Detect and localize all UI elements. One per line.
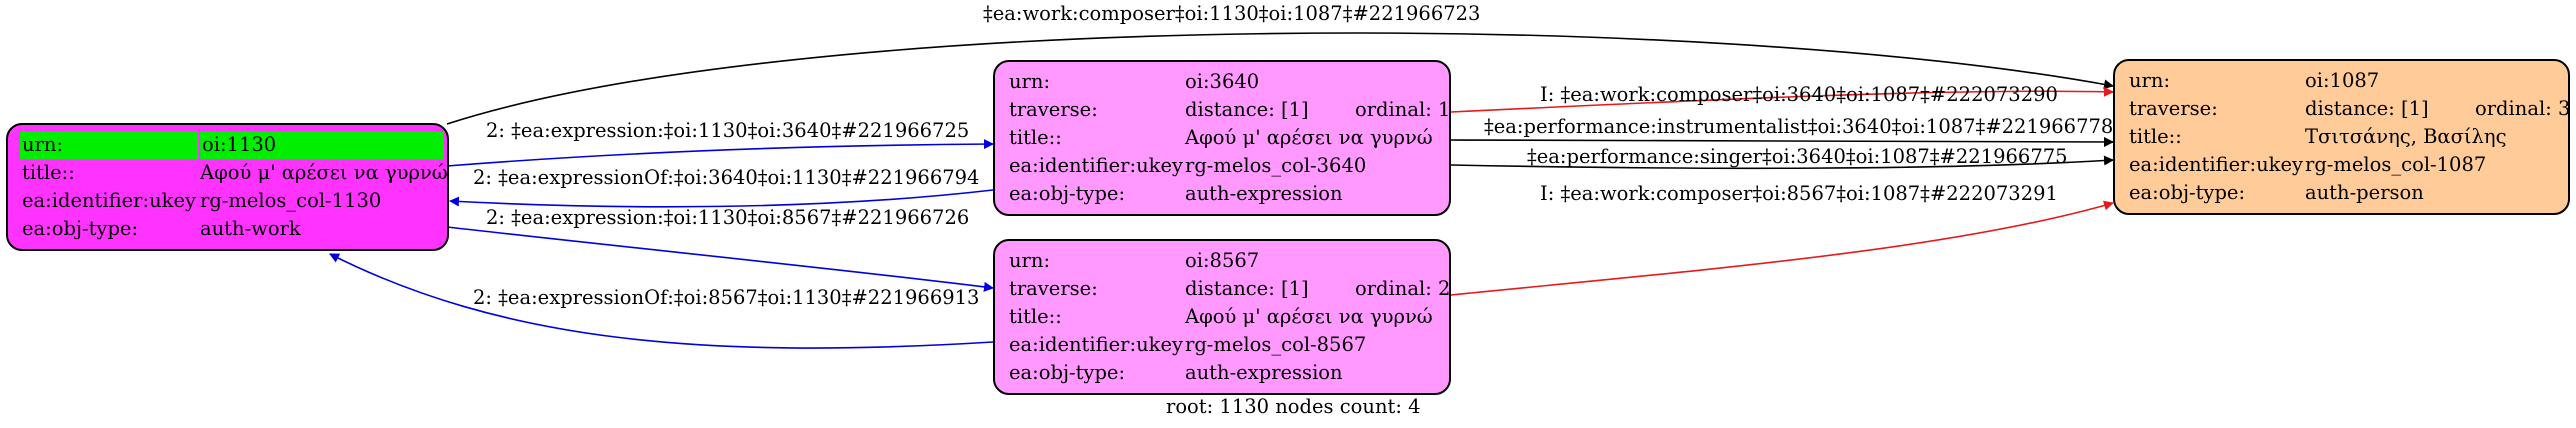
field-key: urn: xyxy=(1009,70,1051,93)
field-value: rg-melos_col-8567 xyxy=(1185,333,1367,356)
node-row-urn: urn:oi:1130 xyxy=(20,131,444,159)
field-value: distance: [1] xyxy=(2305,97,2429,120)
node-row-traverse: traverse: distance: [1] ordinal: 1 xyxy=(1007,96,1450,124)
field-value: auth-person xyxy=(2305,181,2424,204)
edge-label-expression-1130-3640: 2: ‡ea:expression:‡oi:1130‡oi:3640‡#2219… xyxy=(486,119,970,142)
field-key: traverse: xyxy=(2129,97,2218,120)
field-value: Αφού μ' αρέσει να γυρνώ xyxy=(200,161,448,184)
field-key: title:: xyxy=(2129,125,2182,148)
field-value: auth-work xyxy=(200,217,301,240)
edge-label-expression-1130-8567: 2: ‡ea:expression:‡oi:1130‡oi:8567‡#2219… xyxy=(486,206,970,229)
field-key: urn: xyxy=(2129,69,2171,92)
edge-label-instrumentalist-3640: ‡ea:performance:instrumentalist‡oi:3640‡… xyxy=(1484,115,2114,138)
field-value: rg-melos_col-1130 xyxy=(200,189,382,212)
field-value: Αφού μ' αρέσει να γυρνώ xyxy=(1185,305,1433,328)
field-value: auth-expression xyxy=(1185,182,1343,205)
field-value: oi:1130 xyxy=(200,131,444,159)
field-value: rg-melos_col-1087 xyxy=(2305,153,2487,176)
node-row-type: ea:obj-type: auth-work xyxy=(20,215,435,243)
node-row-title: title::Αφού μ' αρέσει να γυρνώ xyxy=(20,159,448,187)
edge-expression-1130-3640 xyxy=(446,139,994,167)
node-person-1087[interactable]: urn: oi:1087 traverse: distance: [1] ordina… xyxy=(2113,59,2570,215)
edge-label-composer-top: ‡ea:work:composer‡oi:1130‡oi:1087‡#22196… xyxy=(983,2,1481,25)
node-row-title: title::Αφού μ' αρέσει να γυρνώ xyxy=(1007,124,1437,152)
node-row-urn: urn: oi:1087 xyxy=(2127,67,2556,95)
node-expression-8567[interactable]: urn: oi:8567 traverse: distance: [1] ordina… xyxy=(993,239,1451,395)
node-row-urn: urn: oi:8567 xyxy=(1007,247,1437,275)
edge-instrumentalist-3640 xyxy=(1450,136,2114,147)
field-value: oi:1087 xyxy=(2305,69,2380,92)
node-expression-3640[interactable]: urn: oi:3640 traverse: distance: [1] ordina… xyxy=(993,60,1451,216)
edge-label-composer-8567: I: ‡ea:work:composer‡oi:8567‡oi:1087‡#22… xyxy=(1540,182,2058,205)
field-value: oi:3640 xyxy=(1185,70,1260,93)
edge-label-expressionof-3640-1130: 2: ‡ea:expressionOf:‡oi:3640‡oi:1130‡#22… xyxy=(473,166,980,189)
edge-composer-top xyxy=(446,32,2114,125)
node-row-type: ea:obj-type: auth-expression xyxy=(1007,180,1437,208)
edge-singer-3640 xyxy=(1450,155,2114,170)
field-value: oi:8567 xyxy=(1185,249,1260,272)
edge-label-expressionof-8567-1130: 2: ‡ea:expressionOf:‡oi:8567‡oi:1130‡#22… xyxy=(473,286,980,309)
field-key: urn: xyxy=(1009,249,1051,272)
field-value: Αφού μ' αρέσει να γυρνώ xyxy=(1185,126,1433,149)
node-row-traverse: traverse: distance: [1] ordinal: 3 xyxy=(2127,95,2570,123)
field-key: urn: xyxy=(20,131,200,159)
edge-expression-1130-8567 xyxy=(446,226,994,292)
edge-composer-3640 xyxy=(1450,86,2114,113)
field-value: Τσιτσάνης, Βασίλης xyxy=(2305,125,2507,148)
node-row-title: title::Τσιτσάνης, Βασίλης xyxy=(2127,123,2556,151)
field-ordinal: ordinal: 3 xyxy=(2475,97,2571,120)
field-key: title:: xyxy=(1009,305,1062,328)
field-key: ea:obj-type: xyxy=(1009,182,1126,205)
node-work-1130[interactable]: urn:oi:1130 title::Αφού μ' αρέσει να γυρ… xyxy=(6,123,449,251)
field-value: distance: [1] xyxy=(1185,98,1309,121)
field-key: ea:obj-type: xyxy=(2129,181,2246,204)
node-row-urn: urn: oi:3640 xyxy=(1007,68,1437,96)
edge-label-composer-3640: I: ‡ea:work:composer‡oi:3640‡oi:1087‡#22… xyxy=(1540,83,2058,106)
field-key: ea:obj-type: xyxy=(1009,361,1126,384)
field-key: ea:identifier:ukey xyxy=(1009,333,1183,356)
field-key: ea:identifier:ukey xyxy=(1009,154,1183,177)
field-key: ea:identifier:ukey xyxy=(2129,153,2303,176)
edge-label-singer-3640: ‡ea:performance:singer‡oi:3640‡oi:1087‡#… xyxy=(1527,145,2068,168)
field-ordinal: ordinal: 1 xyxy=(1355,98,1451,121)
field-ordinal: ordinal: 2 xyxy=(1355,277,1451,300)
node-row-title: title::Αφού μ' αρέσει να γυρνώ xyxy=(1007,303,1437,331)
field-key: ea:obj-type: xyxy=(22,217,139,240)
edge-composer-8567 xyxy=(1450,200,2114,296)
graph-footer: root: 1130 nodes count: 4 xyxy=(1166,395,1421,418)
field-key: traverse: xyxy=(1009,98,1098,121)
field-key: ea:identifier:ukey xyxy=(22,189,196,212)
field-value: rg-melos_col-3640 xyxy=(1185,154,1367,177)
node-row-type: ea:obj-type: auth-expression xyxy=(1007,359,1437,387)
edge-expressionof-3640-1130 xyxy=(449,189,994,208)
node-row-traverse: traverse: distance: [1] ordinal: 2 xyxy=(1007,275,1450,303)
field-value: auth-expression xyxy=(1185,361,1343,384)
field-value: distance: [1] xyxy=(1185,277,1309,300)
edge-expressionof-8567-1130 xyxy=(329,253,994,349)
node-row-type: ea:obj-type: auth-person xyxy=(2127,179,2556,207)
field-key: title:: xyxy=(22,161,75,184)
field-key: title:: xyxy=(1009,126,1062,149)
field-key: traverse: xyxy=(1009,277,1098,300)
